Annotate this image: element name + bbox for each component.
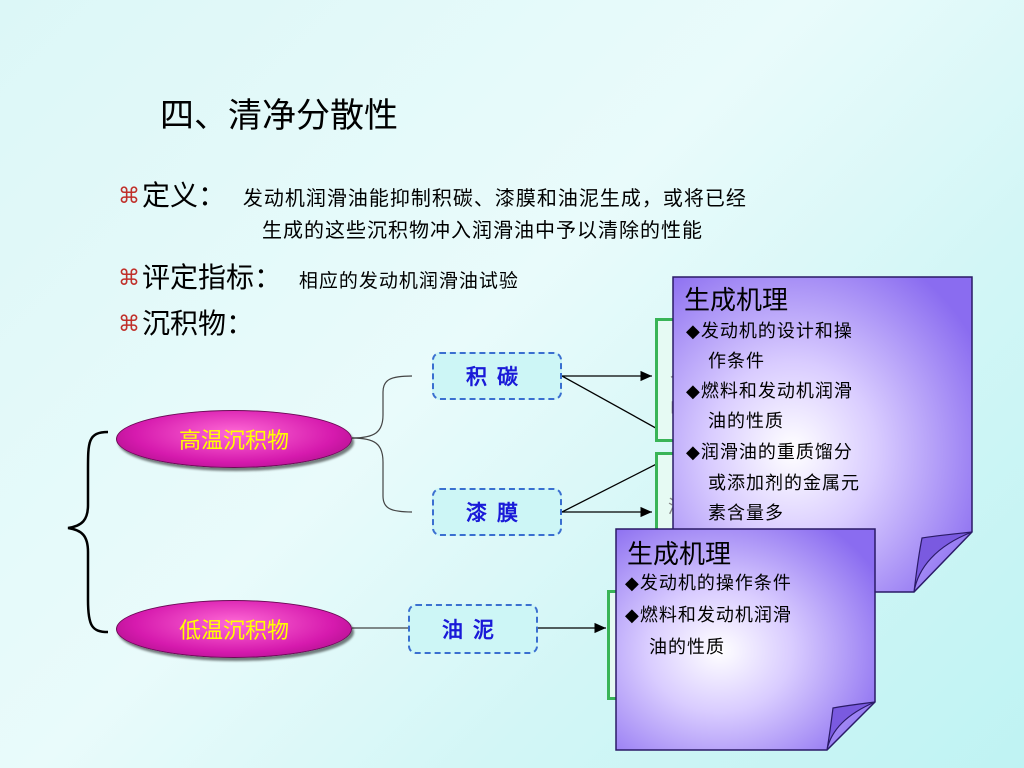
definition-text: 发动机润滑油能抑制积碳、漆膜和油泥生成，或将已经	[242, 186, 747, 210]
note-shape	[615, 528, 876, 751]
definition-text-2: 生成的这些沉积物冲入润滑油中予以清除的性能	[262, 218, 703, 242]
definition-label: 定义：	[142, 179, 227, 212]
bullet-icon: ⌘	[118, 266, 140, 291]
evaluation-label: 评定指标：	[142, 261, 283, 294]
mechanism-note-high: 生成机理 ◆发动机的设计和操 作条件 ◆燃料和发动机润滑 油的性质 ◆润滑油的重…	[672, 276, 974, 594]
high-temp-deposit: 高温沉积物	[116, 410, 352, 468]
mechanism-title: 生成机理	[627, 540, 732, 570]
low-temp-deposit: 低温沉积物	[116, 600, 352, 658]
deposits-bullet: ⌘沉积物：	[118, 302, 254, 342]
mechanism-item: ◆发动机的操作条件	[625, 573, 792, 594]
varnish-tag: 漆膜	[432, 488, 562, 536]
mechanism-note-low: 生成机理 ◆发动机的操作条件 ◆燃料和发动机润滑 油的性质	[615, 528, 877, 752]
mechanism-item: 或添加剂的金属元	[708, 473, 860, 494]
mechanism-item: 油的性质	[708, 411, 784, 432]
page-title: 四、清净分散性	[160, 96, 398, 136]
mechanism-item: ◆燃料和发动机润滑	[686, 381, 853, 402]
bullet-icon: ⌘	[118, 184, 140, 209]
definition-bullet: ⌘定义： 发动机润滑油能抑制积碳、漆膜和油泥生成，或将已经	[118, 174, 747, 214]
deposits-label: 沉积物：	[142, 307, 255, 340]
mechanism-item: 素含量多	[708, 503, 784, 524]
mechanism-item: ◆燃料和发动机润滑	[625, 605, 792, 626]
mechanism-item: ◆发动机的设计和操	[686, 321, 853, 342]
mechanism-title: 生成机理	[684, 286, 789, 316]
mechanism-item: 作条件	[708, 351, 765, 372]
sludge-tag: 油泥	[408, 604, 538, 654]
carbon-tag: 积碳	[432, 352, 562, 400]
evaluation-text: 相应的发动机润滑油试验	[298, 270, 519, 292]
evaluation-bullet: ⌘评定指标： 相应的发动机润滑油试验	[118, 256, 519, 296]
mechanism-item: ◆润滑油的重质馏分	[686, 442, 853, 463]
mechanism-item: 油的性质	[649, 637, 725, 658]
bullet-icon: ⌘	[118, 312, 140, 337]
